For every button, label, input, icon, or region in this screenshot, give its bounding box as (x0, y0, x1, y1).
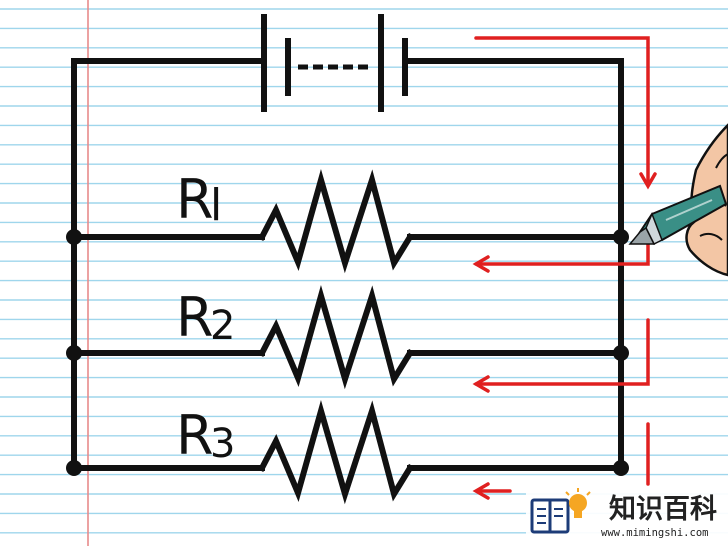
junction-dot (66, 229, 82, 245)
top-wire-left (71, 58, 265, 471)
watermark-url: www.mimingshi.com (601, 527, 708, 539)
current-arrow-branch-1-head (472, 255, 490, 273)
resistor-r3-index: 3 (210, 421, 235, 467)
resistor-label-r3: R 3 (176, 404, 235, 467)
resistor-symbols (257, 169, 415, 505)
resistor-r1-letter: R (176, 168, 214, 231)
resistor-r2-letter: R (176, 286, 214, 349)
junction-dot (613, 229, 629, 245)
resistor-r2-index: 2 (210, 303, 235, 349)
junction-dot (613, 460, 629, 476)
battery-icon (261, 14, 408, 112)
current-arrows (472, 36, 657, 500)
junction-dot (66, 345, 82, 361)
resistor-r3-symbol (257, 400, 415, 505)
junction-nodes (66, 229, 629, 476)
current-arrow-branch-2-head (472, 375, 490, 393)
watermark: 知识百科 www.mimingshi.com (526, 486, 728, 546)
resistor-label-r2: R 2 (176, 286, 235, 349)
current-arrow-main-head (639, 172, 657, 190)
book-lightbulb-logo-icon (530, 488, 591, 534)
junction-dot (613, 345, 629, 361)
resistor-label-r1: R l (176, 168, 222, 231)
resistor-r3-letter: R (176, 404, 214, 467)
watermark-site-name: 知识百科 (609, 494, 717, 525)
junction-dot (66, 460, 82, 476)
current-arrow-branch-2 (474, 318, 650, 386)
resistor-r1-index: l (210, 180, 222, 231)
current-arrow-main (474, 36, 650, 186)
current-arrow-branch-3-head (472, 482, 490, 500)
resistor-r1-symbol (257, 169, 415, 274)
resistor-r2-symbol (257, 285, 415, 390)
hand-with-pen-icon (628, 123, 728, 277)
ruled-paper (0, 8, 728, 534)
